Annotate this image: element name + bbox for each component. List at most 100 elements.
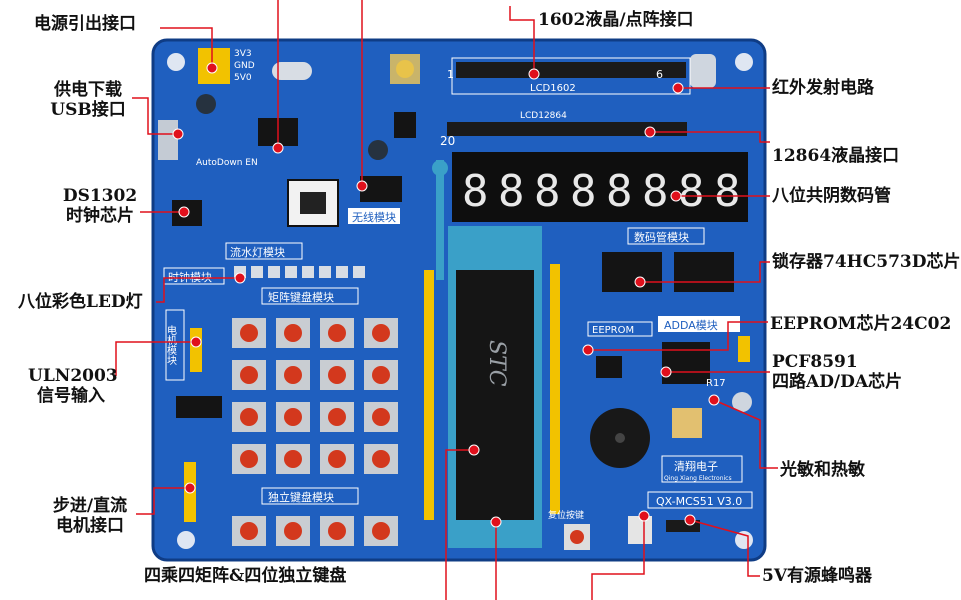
leader-line [160, 27, 213, 68]
label-uln-line2: 信号输入 [37, 386, 105, 406]
seg-digit: 8 [498, 166, 525, 217]
silk-motor-block: 电机模块 [165, 324, 177, 366]
leader-dot [684, 514, 696, 526]
leader-line [156, 277, 240, 303]
zif-lever [436, 160, 444, 280]
independent-key-cap [372, 522, 390, 540]
eeprom-tag [587, 321, 653, 337]
ic-latch-2 [674, 252, 734, 292]
matrix-key-cap [328, 408, 346, 426]
seg-digit: 8 [534, 166, 561, 217]
label-motor-line2: 电机接口 [56, 516, 124, 536]
lcd12864-header [447, 122, 687, 136]
crystal [272, 62, 312, 80]
silk-gnd: GND [234, 61, 255, 71]
ic-uln2003 [176, 396, 222, 418]
leader-line [640, 261, 770, 283]
label-power-out: 电源引出接口 [34, 14, 136, 34]
label-led: 八位彩色LED灯 [18, 292, 143, 312]
matrix-key-cap [372, 408, 390, 426]
leader-dot [634, 276, 646, 288]
leader-line [136, 487, 190, 515]
label-pcf: PCF8591 四路AD/DA芯片 [772, 352, 902, 392]
mcu-header-left [424, 270, 434, 520]
thermistor [672, 408, 702, 438]
silk-chip: STC [484, 340, 509, 387]
matrix-key-cap [240, 450, 258, 468]
matrix-tag [261, 287, 359, 305]
capacitor [196, 94, 216, 114]
leader-dot [660, 366, 672, 378]
motor-block-tag [165, 309, 185, 381]
ic-pcf8591 [662, 342, 710, 384]
leader-line [591, 516, 645, 600]
label-ds1302-line2: 时钟芯片 [66, 206, 134, 226]
leader-dot [670, 190, 682, 202]
silk-autodown: AutoDown EN [196, 158, 258, 168]
label-lcd1602: 1602液晶/点阵接口 [538, 10, 694, 30]
leader-dot [178, 206, 190, 218]
silk-3v3: 3V3 [234, 49, 252, 59]
silk-lcd1602: LCD1602 [530, 83, 576, 94]
seg-digit: 8 [570, 166, 597, 217]
ic-latch-1 [602, 252, 662, 292]
ic-regulator [394, 112, 416, 138]
leader-dot [490, 516, 502, 528]
matrix-key-cap [284, 324, 302, 342]
label-keyboard: 四乘四矩阵&四位独立键盘 [144, 566, 347, 586]
rgb-led [336, 266, 348, 278]
buzzer-center [615, 433, 625, 443]
silk-lcd12864: LCD12864 [520, 111, 567, 121]
matrix-key-cap [284, 408, 302, 426]
ir-led [690, 54, 716, 88]
matrix-key-cap [328, 366, 346, 384]
usb-port [158, 120, 178, 160]
silk-brand-en: Qing Xiang Electronics [664, 475, 732, 482]
silk-independent: 独立键盘模块 [268, 490, 334, 504]
seg-digit: 8 [678, 166, 705, 217]
label-motor-line1: 步进/直流 [52, 496, 128, 516]
matrix-key-cap [284, 366, 302, 384]
seg-digit: 8 [606, 166, 633, 217]
matrix-key-cap [328, 324, 346, 342]
leader-dot [234, 272, 246, 284]
label-usb-line1: 供电下载 [54, 80, 122, 100]
mcu-header-right [550, 264, 560, 514]
leader-dot [582, 344, 594, 356]
leader-dot [190, 336, 202, 348]
matrix-key-cap [284, 450, 302, 468]
mount-hole [177, 531, 195, 549]
rgb-led [268, 266, 280, 278]
silk-matrix: 矩阵键盘模块 [268, 290, 334, 304]
label-ds1302: DS1302 时钟芯片 [58, 186, 142, 226]
silk-brand: 清翔电子 [674, 459, 718, 473]
leader-dot [272, 142, 284, 154]
label-ds1302-line1: DS1302 [62, 186, 138, 206]
capacitor [368, 140, 388, 160]
independent-key-cap [240, 522, 258, 540]
independent-tag [261, 487, 359, 505]
label-lcd12864: 12864液晶接口 [772, 146, 900, 166]
uln-header [190, 328, 202, 372]
seg-digit: 8 [714, 166, 741, 217]
leader-dot [644, 126, 656, 138]
label-light: 光敏和热敏 [780, 460, 865, 480]
label-pcf-line2: 四路AD/DA芯片 [772, 372, 903, 392]
silk-r17: R17 [706, 378, 726, 389]
leader-dot [528, 68, 540, 80]
clock-tag [163, 267, 225, 285]
matrix-key-cap [240, 366, 258, 384]
label-motor: 步进/直流 电机接口 [44, 496, 136, 536]
power-switch-button [300, 192, 326, 214]
leader-dot [638, 510, 650, 522]
matrix-key-cap [328, 450, 346, 468]
zif-lever-knob [432, 160, 448, 176]
leader-line [650, 131, 770, 143]
silk-adda: ADDA模块 [664, 319, 718, 332]
ic-eeprom [596, 356, 622, 378]
mount-hole [167, 53, 185, 71]
leader-line [689, 519, 760, 577]
adda-header [738, 336, 750, 362]
reset-button-cap [570, 530, 584, 544]
independent-key-cap [284, 522, 302, 540]
